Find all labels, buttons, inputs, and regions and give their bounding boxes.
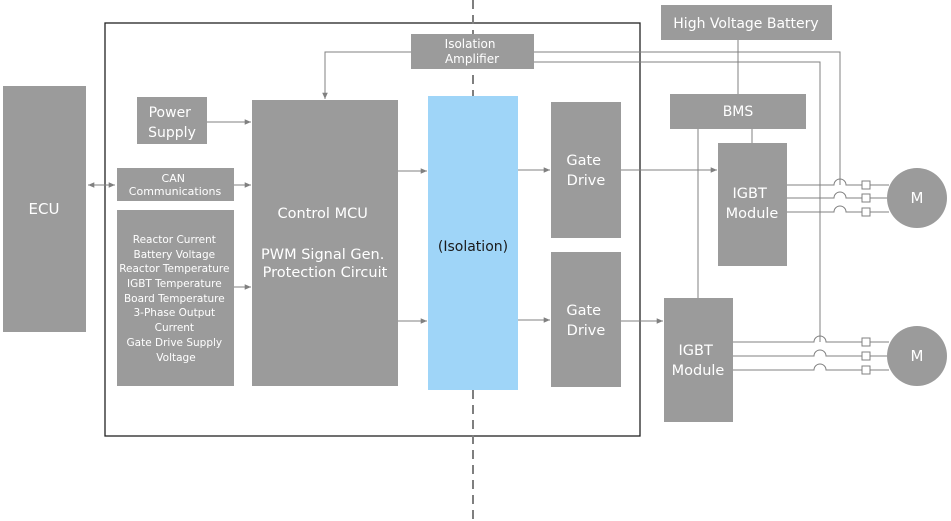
motor-bottom-circle bbox=[887, 326, 947, 386]
isolation-amplifier-block bbox=[411, 34, 534, 69]
gate-drive-bottom-label: Gate Drive bbox=[566, 303, 605, 339]
sensors-block bbox=[117, 210, 234, 386]
bms-label: BMS bbox=[723, 104, 754, 120]
igbt-top-block bbox=[718, 143, 787, 266]
isolation-amplifier-label: Isolation Amplifier bbox=[445, 37, 500, 66]
phase-wires-top bbox=[787, 178, 889, 217]
ecu-label: ECU bbox=[29, 200, 60, 218]
can-label: CAN Communications bbox=[129, 172, 222, 198]
igbt-bottom-block bbox=[664, 298, 733, 422]
motor-top-label: M bbox=[911, 189, 924, 207]
gate-drive-bottom-block bbox=[551, 252, 621, 387]
current-sense-bottom bbox=[534, 61, 821, 342]
power-supply-block bbox=[137, 97, 207, 144]
igbt-top-label: IGBT Module bbox=[726, 186, 779, 222]
controller-frame bbox=[104, 22, 641, 437]
ecu-block bbox=[3, 86, 86, 332]
gate-drive-top-block bbox=[551, 102, 621, 238]
can-block bbox=[117, 168, 234, 201]
motor-top-circle bbox=[887, 168, 947, 228]
motor-bottom-label: M bbox=[911, 347, 924, 365]
phase-wires-bottom bbox=[733, 335, 889, 375]
isolation-label: (Isolation) bbox=[438, 239, 508, 255]
control-mcu-block bbox=[252, 100, 398, 386]
hv-battery-block bbox=[661, 5, 832, 40]
sensors-label: Reactor Current Battery Voltage Reactor … bbox=[119, 234, 233, 364]
current-sense-top bbox=[534, 51, 841, 185]
power-supply-label: Power Supply bbox=[148, 105, 196, 141]
gate-drive-top-label: Gate Drive bbox=[566, 153, 605, 189]
bms-block bbox=[670, 94, 806, 129]
hv-battery-label: High Voltage Battery bbox=[673, 16, 818, 32]
igbt-bottom-label: IGBT Module bbox=[672, 343, 725, 379]
isolation-block bbox=[428, 96, 518, 390]
mcu-label: Control MCU PWM Signal Gen. Protection C… bbox=[261, 206, 389, 281]
iso-amp-mcu-arrow bbox=[322, 51, 411, 99]
